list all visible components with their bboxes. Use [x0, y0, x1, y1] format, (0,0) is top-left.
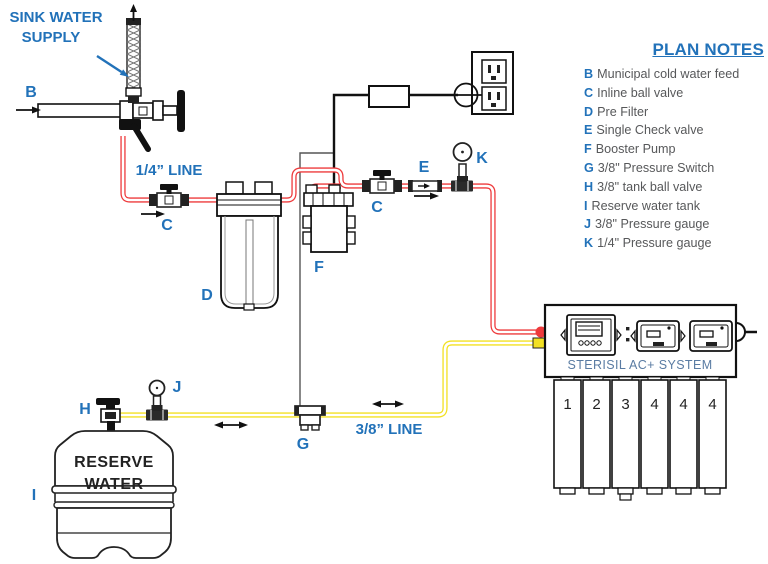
- inline-ball-valve-2: [362, 170, 402, 194]
- three-eighths-line-label: 3/8” LINE: [356, 421, 423, 438]
- plan-note-text: Municipal cold water feed: [597, 67, 740, 81]
- system-module-2: [689, 320, 733, 352]
- label-c2: C: [371, 199, 383, 216]
- plan-note-key: F: [584, 142, 592, 157]
- wall-outlet: [471, 51, 514, 115]
- plan-note-key: H: [584, 179, 594, 194]
- plan-note-text: Single Check valve: [596, 123, 704, 138]
- cartridge-number: 4: [679, 396, 687, 413]
- cartridge-number: 2: [592, 396, 600, 413]
- tank-label-line1: RESERVE: [74, 454, 154, 471]
- cartridge-3-fitting: [619, 493, 632, 501]
- reserve-water-tank: RESERVE WATER: [51, 430, 177, 559]
- plan-note-text: Inline ball valve: [597, 85, 684, 100]
- flow-arrow-after-check-valve: [414, 192, 439, 200]
- cartridge-number: 4: [708, 396, 716, 413]
- cartridge-number: 1: [563, 396, 571, 413]
- tank-ball-valve: [96, 398, 121, 431]
- feed-drain-valve: [119, 119, 151, 152]
- three-eighths-yellow-line: [114, 340, 543, 418]
- label-d: D: [201, 287, 213, 304]
- label-c1: C: [161, 217, 173, 234]
- label-f: F: [314, 259, 324, 276]
- flow-arrows: [16, 4, 439, 429]
- plan-note-key: J: [584, 217, 592, 232]
- power-transformer: [368, 85, 410, 108]
- label-k: K: [476, 150, 488, 167]
- feed-in-arrow: [16, 106, 41, 114]
- system-display: [560, 314, 622, 356]
- plan-note-key: K: [584, 236, 594, 251]
- sink-supply-label-line1: SINK WATER: [9, 9, 102, 26]
- tank-label-line2: WATER: [84, 476, 143, 493]
- cartridge-bank: 1 2 3 4 4 4: [553, 376, 727, 501]
- single-check-valve: [408, 180, 442, 192]
- cartridge-number: 3: [621, 396, 629, 413]
- cartridge-number: 4: [650, 396, 658, 413]
- plan-note-text: Pre Filter: [597, 104, 649, 119]
- two-way-arrow-right: [372, 400, 404, 408]
- quarter-line-label: 1/4” LINE: [136, 162, 203, 179]
- plan-note-text: Reserve water tank: [591, 198, 701, 213]
- two-way-arrow-left: [214, 421, 248, 429]
- pressure-switch: [294, 405, 326, 431]
- red-line-fitting: [535, 326, 547, 338]
- yellow-line-fitting: [532, 337, 546, 349]
- plan-notes-title: PLAN NOTES: [652, 40, 764, 59]
- colon-dot-bottom: [626, 338, 630, 342]
- plan-note-text: 1/4" Pressure gauge: [597, 236, 712, 251]
- plan-note-key: E: [584, 123, 593, 138]
- pressure-switch-wire: [299, 152, 334, 407]
- sink-supply-label-line2: SUPPLY: [22, 29, 81, 46]
- braided-riser-hose: [125, 18, 142, 103]
- municipal-feed-pipe: [37, 90, 185, 132]
- plan-note-key: B: [584, 67, 594, 81]
- system-module-1: [630, 320, 686, 352]
- label-g: G: [297, 436, 309, 453]
- drain-port: [735, 321, 746, 343]
- pressure-gauge-j: [146, 379, 168, 421]
- booster-pump: [302, 184, 356, 253]
- sink-supply-pointer-arrow: [96, 54, 129, 77]
- shutoff-t-handle: [177, 90, 185, 132]
- colon-dot-top: [626, 327, 630, 331]
- label-h: H: [79, 401, 91, 418]
- pressure-gauge-k: [451, 142, 473, 192]
- label-e: E: [419, 159, 430, 176]
- plan-note-key: G: [584, 160, 594, 175]
- plan-note-text: 3/8" tank ball valve: [597, 179, 703, 194]
- sterisil-system: STERISIL AC+ SYSTEM 1 2 3 4 4: [532, 303, 757, 501]
- pre-filter: [216, 181, 282, 311]
- supply-up-arrow: [130, 4, 137, 21]
- plan-note-key: D: [584, 104, 594, 119]
- label-j: J: [173, 379, 182, 396]
- plan-note-key: I: [584, 198, 588, 213]
- pump-power-cord: [332, 93, 458, 198]
- plan-note-text: 3/8" Pressure gauge: [595, 217, 710, 232]
- plan-note-key: C: [584, 85, 594, 100]
- inline-ball-valve-1: [149, 184, 189, 208]
- power-plug: [453, 82, 482, 108]
- plan-note-text: Booster Pump: [595, 142, 676, 157]
- system-name: STERISIL AC+ SYSTEM: [567, 358, 712, 372]
- flow-arrow-before-valve: [141, 210, 165, 218]
- plan-note-text: 3/8" Pressure Switch: [597, 160, 715, 175]
- label-i: I: [32, 487, 36, 504]
- label-b: B: [25, 84, 37, 101]
